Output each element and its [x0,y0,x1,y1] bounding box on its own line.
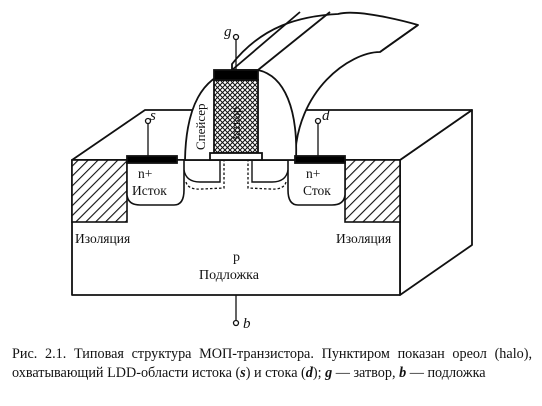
mosfet-structure-diagram: g s d b n+ Исток n+ Сток Спейсер Затвор … [71,11,473,330]
ldd-drain [251,160,289,183]
drain-contact [294,155,346,164]
gate-extrusion-ridge [379,24,419,53]
caption-text-3: ); [312,365,322,381]
drain-terminal-dot [314,117,322,125]
caption-text-1: Типовая структура МОП-транзистора. Пункт… [12,346,532,381]
gate-label: Затвор [229,107,243,142]
body-terminal-dot [232,319,240,327]
gate-oxide [209,152,263,161]
substrate-label: Подложка [199,268,260,283]
body-terminal-label: b [243,316,251,330]
figure-number: Рис. 2.1. [12,346,67,362]
halo-source [185,160,225,190]
source-contact [126,155,178,164]
isolation-left-region [71,159,128,223]
gate-terminal-label: g [224,24,232,40]
halo-drain [247,160,287,190]
drain-label: Сток [303,183,331,198]
spacer-label: Спейсер [193,103,208,150]
caption-s: s [240,365,246,381]
figure-caption: Рис. 2.1. Типовая структура МОП-транзист… [12,345,532,383]
gate-extrusion-edge [231,11,301,71]
gate-extrusion-edge-2 [257,11,331,71]
caption-substrate-desc: — подложка [406,365,486,381]
caption-gate-desc: — затвор, [332,365,396,381]
drain-nplus-label: n+ [306,166,320,181]
drain-region [287,159,346,206]
source-terminal-dot [144,117,152,125]
caption-b: b [399,365,407,381]
caption-d: d [305,365,313,381]
ldd-source [183,160,221,183]
isolation-right-region [344,159,401,223]
source-terminal-label: s [150,108,156,124]
isolation-left-label: Изоляция [75,231,130,246]
isolation-right-label: Изоляция [336,231,391,246]
source-nplus-label: n+ [138,166,152,181]
source-region [126,159,185,206]
caption-text-2: ) и стока ( [245,365,306,381]
caption-g: g [325,365,333,381]
substrate-type-label: p [233,250,240,265]
gate-contact [213,69,259,81]
gate-terminal-dot [232,33,240,41]
drain-terminal-label: d [322,108,330,124]
source-label: Исток [132,183,167,198]
